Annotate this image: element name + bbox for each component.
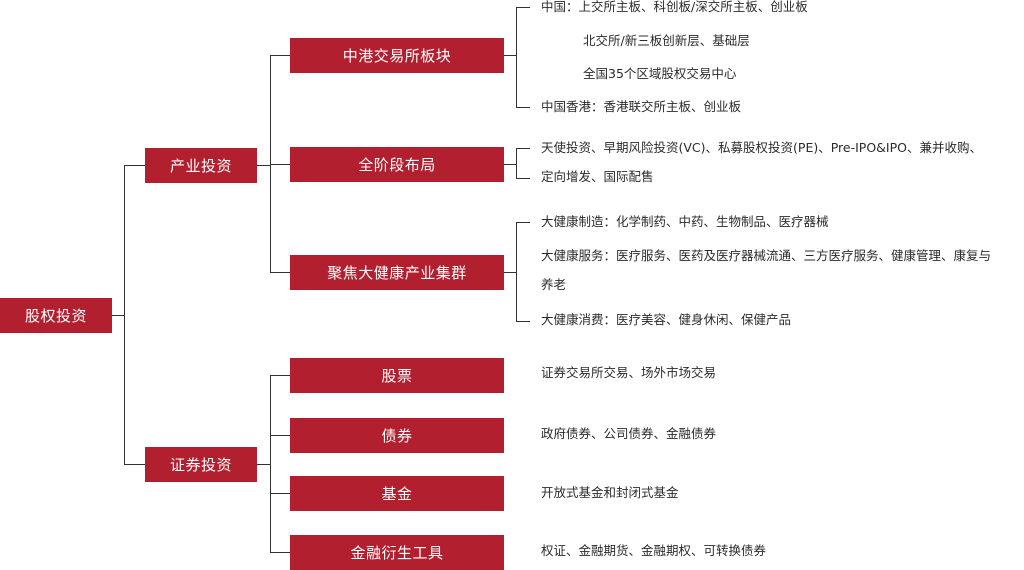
health-label: 聚焦大健康产业集群 bbox=[327, 264, 467, 282]
health-detail-3: 养老 bbox=[541, 277, 567, 292]
fund-label: 基金 bbox=[381, 485, 413, 503]
connector bbox=[270, 55, 290, 56]
connector bbox=[124, 165, 145, 166]
industry-label: 产业投资 bbox=[169, 157, 232, 175]
connector bbox=[516, 7, 517, 107]
stock-node: 股票 bbox=[290, 358, 504, 393]
connector bbox=[516, 222, 517, 321]
root-node: 股权投资 bbox=[0, 298, 112, 333]
connector bbox=[516, 178, 530, 179]
health-node: 聚焦大健康产业集群 bbox=[290, 255, 504, 290]
stock-label: 股票 bbox=[381, 367, 413, 385]
connector bbox=[516, 148, 530, 149]
connector bbox=[270, 493, 290, 494]
connector bbox=[270, 272, 290, 273]
hk-label: 中港交易所板块 bbox=[342, 47, 452, 65]
full-stage-detail-2: 定向增发、国际配售 bbox=[541, 169, 654, 184]
derivative-node: 金融衍生工具 bbox=[290, 535, 504, 570]
full-stage-node: 全阶段布局 bbox=[290, 147, 504, 182]
connector bbox=[112, 315, 124, 316]
connector bbox=[257, 464, 270, 465]
connector bbox=[270, 375, 290, 376]
derivative-label: 金融衍生工具 bbox=[350, 544, 444, 562]
connector bbox=[504, 55, 516, 56]
health-detail-1: 大健康制造：化学制药、中药、生物制品、医疗器械 bbox=[541, 214, 829, 229]
full-stage-label: 全阶段布局 bbox=[358, 156, 436, 174]
fund-detail: 开放式基金和封闭式基金 bbox=[541, 485, 679, 500]
connector bbox=[516, 148, 517, 178]
hk-node: 中港交易所板块 bbox=[290, 38, 504, 73]
connector bbox=[124, 464, 145, 465]
connector bbox=[516, 7, 530, 8]
connector bbox=[504, 164, 516, 165]
connector bbox=[516, 321, 530, 322]
connector bbox=[516, 107, 530, 108]
industry-node: 产业投资 bbox=[145, 148, 257, 183]
securities-label: 证券投资 bbox=[169, 456, 232, 474]
root-label: 股权投资 bbox=[24, 307, 87, 325]
hk-detail-1: 中国：上交所主板、科创板/深交所主板、创业板 bbox=[541, 0, 808, 14]
health-detail-2: 大健康服务：医疗服务、医药及医疗器械流通、三方医疗服务、健康管理、康复与 bbox=[541, 248, 992, 263]
connector bbox=[516, 222, 530, 223]
bond-node: 债券 bbox=[290, 418, 504, 453]
connector bbox=[504, 272, 516, 273]
fund-node: 基金 bbox=[290, 476, 504, 511]
connector bbox=[270, 435, 290, 436]
securities-node: 证券投资 bbox=[145, 447, 257, 482]
connector bbox=[270, 375, 271, 553]
hk-detail-2: 北交所/新三板创新层、基础层 bbox=[583, 33, 750, 48]
connector bbox=[270, 164, 290, 165]
bond-label: 债券 bbox=[381, 427, 413, 445]
connector bbox=[257, 165, 270, 166]
stock-detail: 证券交易所交易、场外市场交易 bbox=[541, 365, 717, 380]
bond-detail: 政府债券、公司债券、金融债券 bbox=[541, 426, 717, 441]
full-stage-detail-1: 天使投资、早期风险投资(VC)、私募股权投资(PE)、Pre-IPO&IPO、兼… bbox=[541, 140, 982, 155]
connector bbox=[270, 552, 290, 553]
connector bbox=[124, 165, 125, 465]
health-detail-4: 大健康消费：医疗美容、健身休闲、保健产品 bbox=[541, 312, 792, 327]
hk-detail-3: 全国35个区域股权交易中心 bbox=[583, 66, 737, 81]
derivative-detail: 权证、金融期货、金融期权、可转换债券 bbox=[541, 543, 767, 558]
hk-detail-4: 中国香港：香港联交所主板、创业板 bbox=[541, 99, 742, 114]
